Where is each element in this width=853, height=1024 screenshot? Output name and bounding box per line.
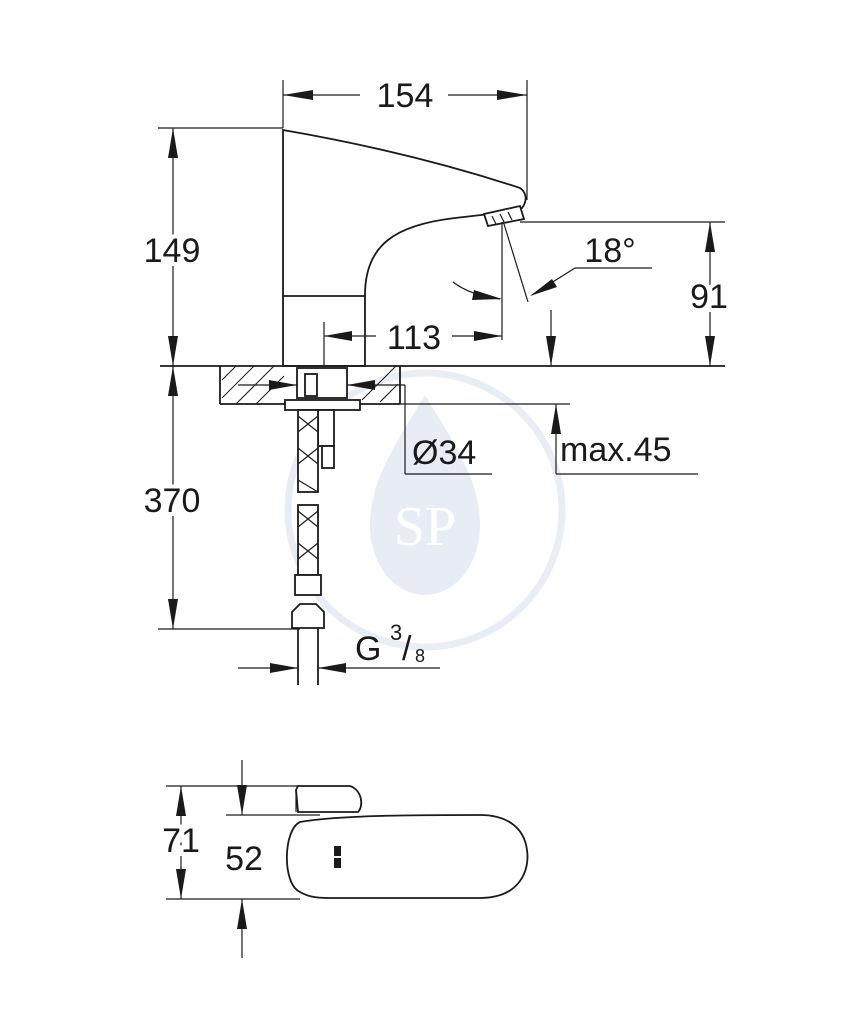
label-149: 149 xyxy=(144,232,201,270)
dim-angle-18: 18° xyxy=(452,222,652,340)
label-113: 113 xyxy=(387,319,441,357)
dim-reach-113: 113 xyxy=(323,319,502,366)
dim-diameter-34: Ø34 xyxy=(238,380,492,475)
dim-max-45: max.45 xyxy=(400,403,698,475)
rear-housing xyxy=(295,785,363,813)
label-370: 370 xyxy=(144,482,201,520)
label-thread-num: 3 xyxy=(390,620,402,645)
dim-length-370: 370 xyxy=(140,366,300,630)
label-52: 52 xyxy=(225,840,263,878)
dim-plan-71: 71 xyxy=(158,785,300,900)
faucet-body xyxy=(282,128,527,367)
dim-width-154: 154 xyxy=(282,77,528,200)
supply-hose xyxy=(291,409,325,685)
faucet-plan-view: 71 52 xyxy=(158,760,529,958)
plan-body xyxy=(285,814,529,899)
label-154: 154 xyxy=(377,77,434,115)
label-18-deg: 18° xyxy=(584,232,635,270)
label-thread-den: 8 xyxy=(415,646,425,666)
label-71: 71 xyxy=(162,822,200,860)
label-max-45: max.45 xyxy=(560,431,672,469)
dim-height-149: 149 xyxy=(140,127,283,366)
watermark: SP xyxy=(284,369,566,651)
dim-thread-g38: G 3 / 8 xyxy=(238,620,440,673)
dim-height-91: 91 xyxy=(520,221,732,366)
faucet-side-view: 154 149 113 18° xyxy=(140,77,732,685)
dim-plan-52: 52 xyxy=(225,760,320,958)
label-thread-slash: / xyxy=(402,630,412,668)
label-91: 91 xyxy=(690,278,728,316)
watermark-monogram: SP xyxy=(394,496,456,558)
label-diameter-34: Ø34 xyxy=(412,434,476,472)
label-thread-g: G xyxy=(355,630,381,668)
